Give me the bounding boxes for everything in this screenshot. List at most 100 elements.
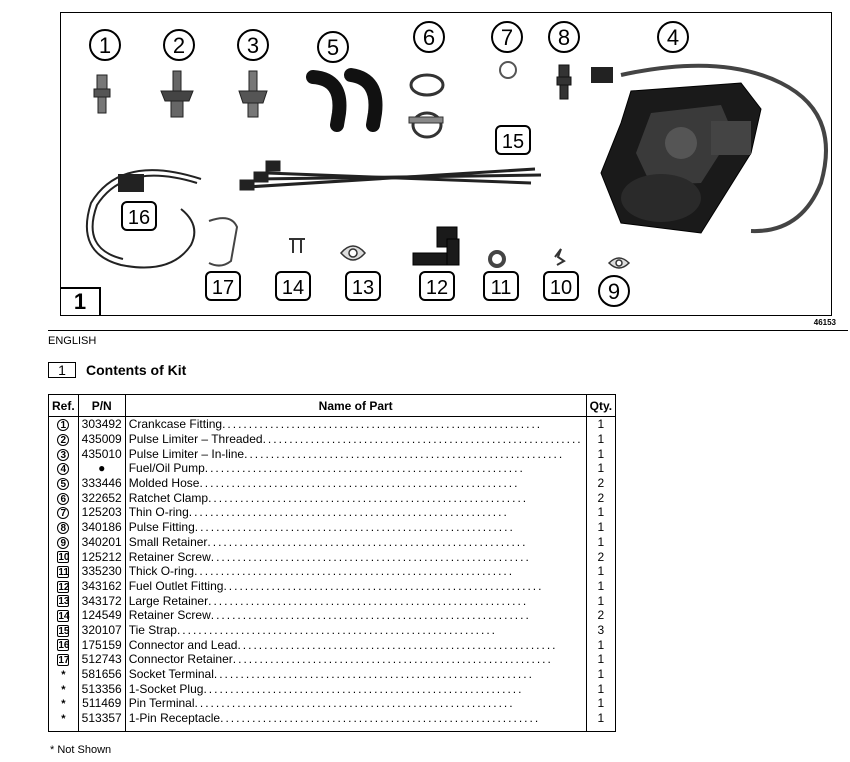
quantity-cell: 1 (585, 505, 617, 520)
leader-dots: ........................................… (194, 564, 515, 579)
header-name: Name of Part (124, 394, 587, 417)
part-name: Ratchet Clamp (128, 490, 209, 505)
callout-box (543, 271, 579, 301)
part-name: Connector and Lead (128, 637, 238, 652)
leader-dots: ........................................… (208, 593, 529, 608)
leader-dots: ........................................… (223, 578, 544, 593)
part-name-cell: Socket Terminal ........................… (124, 666, 587, 682)
ref-cell: 5 (48, 475, 79, 491)
leader-dots: ........................................… (237, 637, 558, 652)
ref-marker: 7 (57, 507, 70, 520)
ref-cell: 15 (48, 622, 79, 638)
part-name-cell: Pulse Fitting ..........................… (124, 519, 587, 535)
part-name-wrap: Pulse Limiter – Threaded ...............… (129, 432, 583, 446)
part-name-wrap: Small Retainer .........................… (129, 535, 583, 549)
callout-label: 12 (426, 277, 448, 299)
ref-marker: 15 (57, 624, 70, 637)
part-name: Pulse Fitting (128, 520, 195, 535)
part-name: Thick O-ring (128, 564, 195, 579)
ref-cell: * (48, 696, 79, 711)
ref-marker: 8 (57, 521, 70, 534)
retainer-screw-small-icon (554, 248, 566, 266)
part-name-wrap: 1-Pin Receptacle .......................… (129, 711, 583, 725)
quantity-cell: 1 (585, 578, 617, 594)
ref-cell: 11 (48, 563, 79, 579)
part-name: Socket Terminal (128, 667, 214, 682)
part-name-wrap: Thick O-ring ...........................… (129, 564, 583, 578)
quantity-cell: 1 (585, 681, 617, 697)
quantity-cell: 1 (585, 446, 617, 462)
part-name-cell: Tie Strap ..............................… (124, 622, 587, 638)
callout-label: 13 (352, 277, 374, 299)
part-name-wrap: Molded Hose ............................… (129, 476, 583, 490)
fuel-oil-pump-icon (591, 63, 828, 234)
leader-dots: ........................................… (208, 490, 529, 505)
callout-label: 16 (128, 207, 150, 229)
callout-label: 1 (99, 33, 111, 58)
ref-cell: 7 (48, 505, 79, 520)
section-title: Contents of Kit (86, 362, 187, 378)
ref-cell: 9 (48, 534, 79, 550)
callout-box (121, 201, 157, 231)
pulse-fitting-icon (556, 64, 572, 100)
crankcase-fitting-icon (93, 74, 111, 114)
part-name-cell: Ratchet Clamp ..........................… (124, 490, 587, 506)
part-name-cell: Pulse Limiter – Threaded ...............… (124, 431, 587, 447)
quantity-cell: 2 (585, 607, 617, 623)
ref-marker: * (61, 712, 66, 725)
quantity-cell: 1 (585, 593, 617, 608)
part-number-cell: 175159 (77, 637, 126, 652)
callout-box (205, 271, 241, 301)
leader-dots: ........................................… (232, 652, 553, 667)
part-name: Pulse Limiter – Threaded (128, 432, 263, 447)
part-name-wrap: Fuel/Oil Pump ..........................… (129, 461, 583, 475)
part-name-wrap: Large Retainer .........................… (129, 594, 583, 608)
ratchet-clamp-icon (408, 73, 445, 139)
large-retainer-icon (340, 245, 366, 261)
part-name-cell: Small Retainer .........................… (124, 534, 587, 550)
part-name-cell: Crankcase Fitting ......................… (124, 416, 587, 432)
table-row: 4●Fuel/Oil Pump ........................… (48, 461, 617, 476)
tie-strap-icon (239, 160, 542, 191)
quantity-cell: 1 (585, 431, 617, 447)
quantity-cell: 1 (585, 519, 617, 535)
part-name-cell: Thin O-ring ............................… (124, 505, 587, 520)
leader-dots: ........................................… (204, 461, 525, 476)
ref-cell: 17 (48, 652, 79, 667)
leader-dots: ........................................… (176, 622, 498, 637)
quantity-cell: 2 (585, 549, 617, 564)
part-number-cell: 513356 (77, 681, 126, 697)
part-name-wrap: Tie Strap ..............................… (129, 623, 583, 637)
ref-marker: 1 (57, 419, 70, 432)
ref-marker: 3 (57, 448, 70, 461)
part-name: 1-Socket Plug (128, 681, 204, 696)
leader-dots: ........................................… (188, 505, 509, 520)
callout-label: 17 (212, 277, 234, 299)
ref-cell: 14 (48, 607, 79, 623)
part-number-cell: 511469 (77, 696, 126, 711)
part-name: 1-Pin Receptacle (128, 711, 221, 726)
part-name-wrap: Ratchet Clamp ..........................… (129, 491, 583, 505)
part-name-cell: Pulse Limiter – In-line ................… (124, 446, 587, 462)
ref-cell: 1 (48, 416, 79, 432)
ref-cell: 12 (48, 578, 79, 594)
part-number-cell: 435009 (77, 431, 126, 447)
callout-circle (89, 29, 121, 61)
callout-box (275, 271, 311, 301)
part-number-cell: 343162 (77, 578, 126, 594)
part-number-cell: 513357 (77, 710, 126, 733)
part-number-cell: 581656 (77, 666, 126, 682)
callout-label: 8 (558, 25, 570, 50)
quantity-cell: 1 (585, 710, 617, 733)
part-name: Pin Terminal (128, 696, 195, 711)
